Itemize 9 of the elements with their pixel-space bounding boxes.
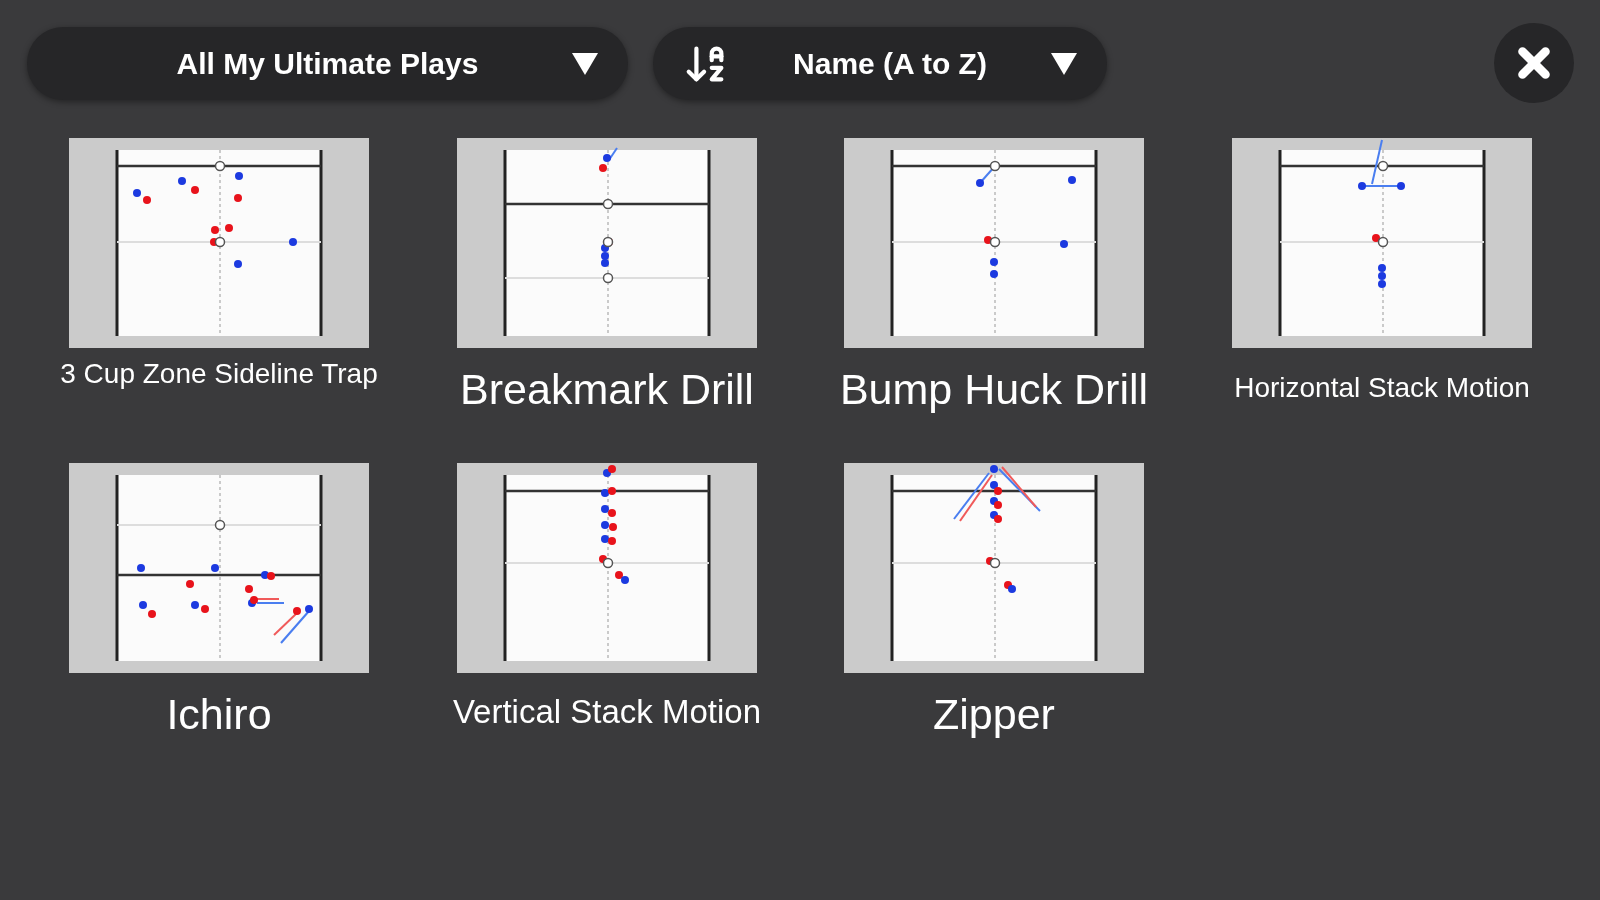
dropdown-label: Name (A to Z): [792, 46, 988, 81]
play-title: Bump Huck Drill: [838, 364, 1150, 415]
play-title: Vertical Stack Motion: [451, 692, 763, 732]
play-title: Zipper: [932, 689, 1056, 740]
play-title: 3 Cup Zone Sideline Trap: [59, 357, 379, 391]
dropdown-label: All My Ultimate Plays: [175, 46, 480, 81]
play-title: Breakmark Drill: [459, 364, 755, 415]
play-title: Ichiro: [165, 689, 273, 740]
play-title: Horizontal Stack Motion: [1233, 371, 1531, 405]
